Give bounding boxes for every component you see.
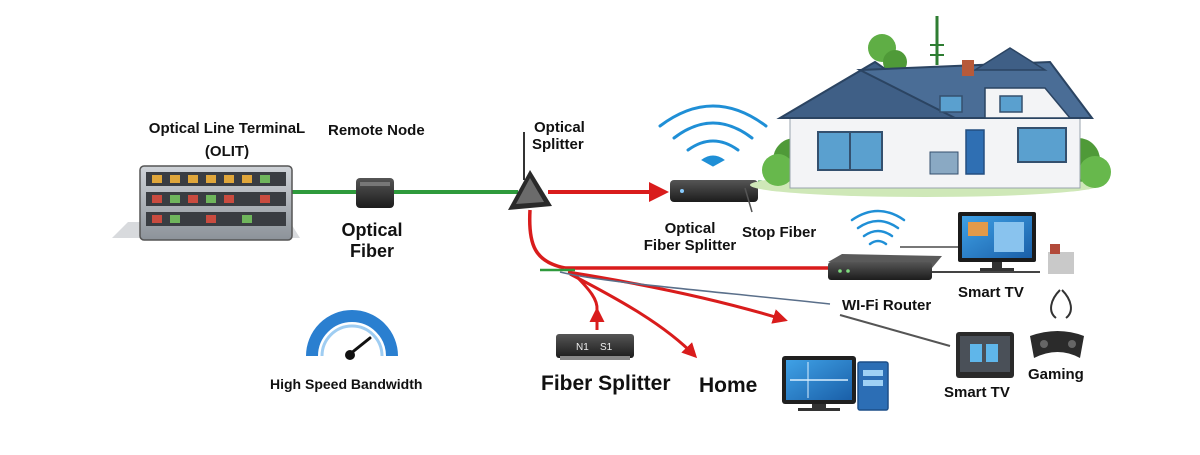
wifi-router-icon [828, 246, 1040, 280]
optical-fiber-label: Optical Fiber [330, 220, 414, 261]
distribution-fiber-line [573, 273, 599, 311]
optical-fiber-label-line1: Optical [341, 220, 403, 240]
smart-tv-bottom-label: Smart TV [944, 384, 1010, 401]
wifi-router-label: WI-Fi Router [842, 297, 932, 314]
optical-fiber-splitter-label-line2: Fiber Splitter [643, 237, 737, 255]
tv-cable-line [839, 314, 951, 347]
smart-tv-icon [958, 212, 1074, 274]
wifi-signal-icon [850, 209, 906, 246]
remote-node-box-icon [356, 178, 394, 208]
house-icon [750, 16, 1111, 197]
distribution-fiber-line [569, 272, 698, 359]
distribution-fiber-line [567, 270, 788, 324]
optical-splitter-icon [508, 132, 552, 210]
optical-fiber-splitter-device-icon [670, 180, 758, 213]
optical-splitter-label-line1: Optical [534, 119, 585, 136]
distribution-fiber-line [527, 209, 566, 270]
optical-splitter-label: Optical Splitter [532, 119, 585, 154]
fiber-splitter-box-left-text: N1 [576, 342, 589, 353]
distribution-fiber-line [559, 271, 831, 305]
optical-fiber-label-line2: Fiber [349, 240, 394, 261]
optical-splitter-label-line2: Splitter [532, 136, 584, 154]
game-controller-icon [1030, 289, 1084, 358]
olt-label-line1: Optical Line TerminaL [148, 120, 306, 137]
smart-tv-top-label: Smart TV [958, 284, 1024, 301]
olt-label: Optical Line TerminaL (OLIT) [112, 120, 342, 161]
high-speed-bandwidth-label: High Speed Bandwidth [270, 376, 423, 392]
wifi-signal-icon [658, 104, 768, 167]
optical-fiber-splitter-label-line1: Optical [664, 220, 716, 237]
speed-gauge-icon [306, 310, 398, 360]
desktop-computer-icon [782, 356, 889, 411]
stop-fiber-label: Stop Fiber [742, 224, 817, 241]
fiber-splitter-label: Fiber Splitter [541, 372, 671, 395]
gaming-label: Gaming [1028, 366, 1084, 383]
fiber-splitter-box-right-text: S1 [600, 342, 613, 353]
optical-fiber-splitter-label: Optical Fiber Splitter [634, 220, 746, 255]
remote-node-label: Remote Node [328, 122, 425, 139]
olt-rack-icon [112, 165, 300, 241]
smart-tv-icon [956, 332, 1014, 378]
home-label: Home [699, 374, 758, 397]
fiber-splitter-box-icon: N1 S1 [556, 334, 634, 360]
olt-label-line2: (OLIT) [204, 143, 250, 161]
